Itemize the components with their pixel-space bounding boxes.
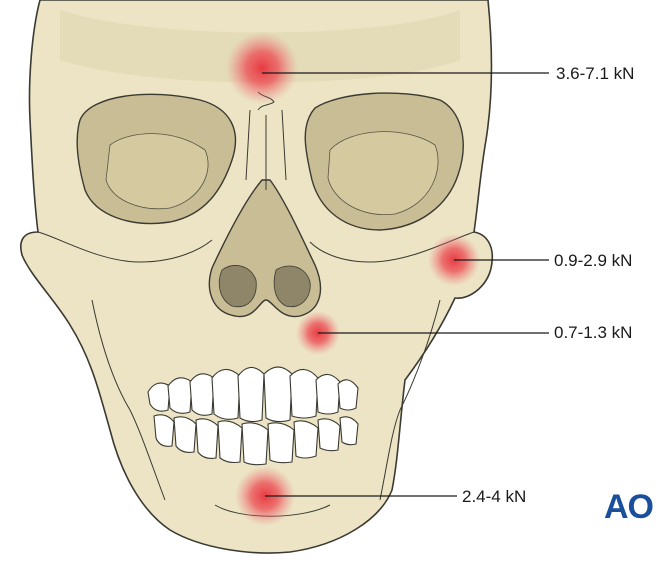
frontal-force-label: 3.6-7.1 kN xyxy=(556,64,634,84)
nasal-conchae-right xyxy=(274,266,310,307)
zygoma-force-label: 0.9-2.9 kN xyxy=(554,251,632,271)
frontal-impact-hotspot xyxy=(226,32,298,104)
mandible-force-label: 2.4-4 kN xyxy=(462,487,526,507)
nasal-conchae-left xyxy=(219,265,256,306)
maxilla-force-label: 0.7-1.3 kN xyxy=(554,323,632,343)
ao-logo: AO xyxy=(604,490,653,524)
